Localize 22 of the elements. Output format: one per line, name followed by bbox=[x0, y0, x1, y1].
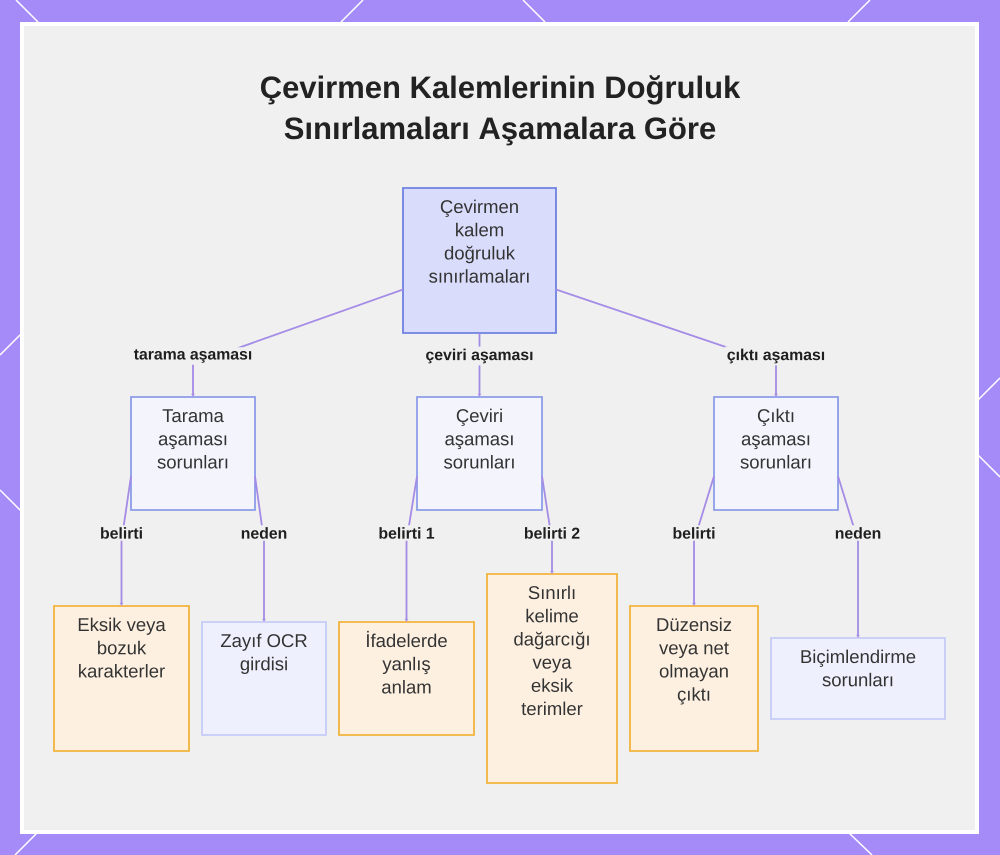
edge-label: neden bbox=[832, 525, 884, 541]
item-box: İfadelerde yanlış anlam bbox=[338, 621, 475, 736]
item-box: Zayıf OCR girdisi bbox=[201, 621, 327, 736]
edge-label: neden bbox=[238, 525, 290, 541]
edge-label: belirti bbox=[670, 525, 718, 541]
edge-label: çıktı aşaması bbox=[724, 346, 828, 366]
title: Çevirmen Kalemlerinin Doğruluk Sınırlamaları Aşamalara Göre bbox=[260, 75, 740, 146]
item-box: Biçimlendirme sorunları bbox=[770, 637, 946, 720]
edge-label: belirti 2 bbox=[522, 525, 582, 541]
edge-label: belirti 1 bbox=[376, 525, 437, 541]
item-box: Eksik veya bozuk karakterler bbox=[53, 605, 190, 752]
root-box: Çevirmen kalem doğruluk sınırlamaları bbox=[402, 187, 557, 334]
connector bbox=[254, 476, 266, 622]
connector bbox=[837, 476, 860, 638]
category-box: Çeviri aşaması sorunları bbox=[416, 396, 543, 511]
category-box: Tarama aşaması sorunları bbox=[130, 396, 256, 511]
item-box: Düzensiz veya net olmayan çıktı bbox=[629, 605, 759, 752]
edge-label: belirti bbox=[98, 525, 146, 541]
category-box: Çıktı aşaması sorunları bbox=[713, 396, 839, 511]
edge-label: tarama aşaması bbox=[132, 347, 254, 365]
edge-label: çeviri aşaması bbox=[423, 346, 536, 366]
item-box: Sınırlı kelime dağarcığı veya eksik terimler bbox=[486, 573, 618, 784]
